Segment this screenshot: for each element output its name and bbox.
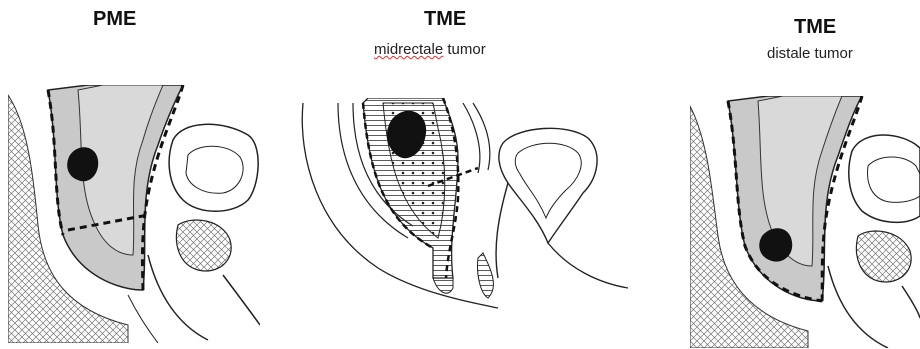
panel-subtitle-tme-distal: distale tumor	[767, 45, 853, 62]
subtitle-word-midrectale: midrectale	[374, 41, 443, 58]
panel-title-pme: PME	[93, 8, 136, 31]
panel-subtitle-tme-mid: midrectale tumor	[374, 41, 486, 58]
anatomy-diagram-tme-mid	[298, 98, 628, 313]
panel-title-tme-mid: TME	[424, 8, 466, 31]
subtitle-word-tumor: tumor	[443, 41, 486, 58]
anatomy-diagram-pme	[8, 85, 260, 343]
panel-title-tme-distal: TME	[794, 16, 836, 39]
anatomy-diagram-tme-distal	[690, 96, 920, 348]
